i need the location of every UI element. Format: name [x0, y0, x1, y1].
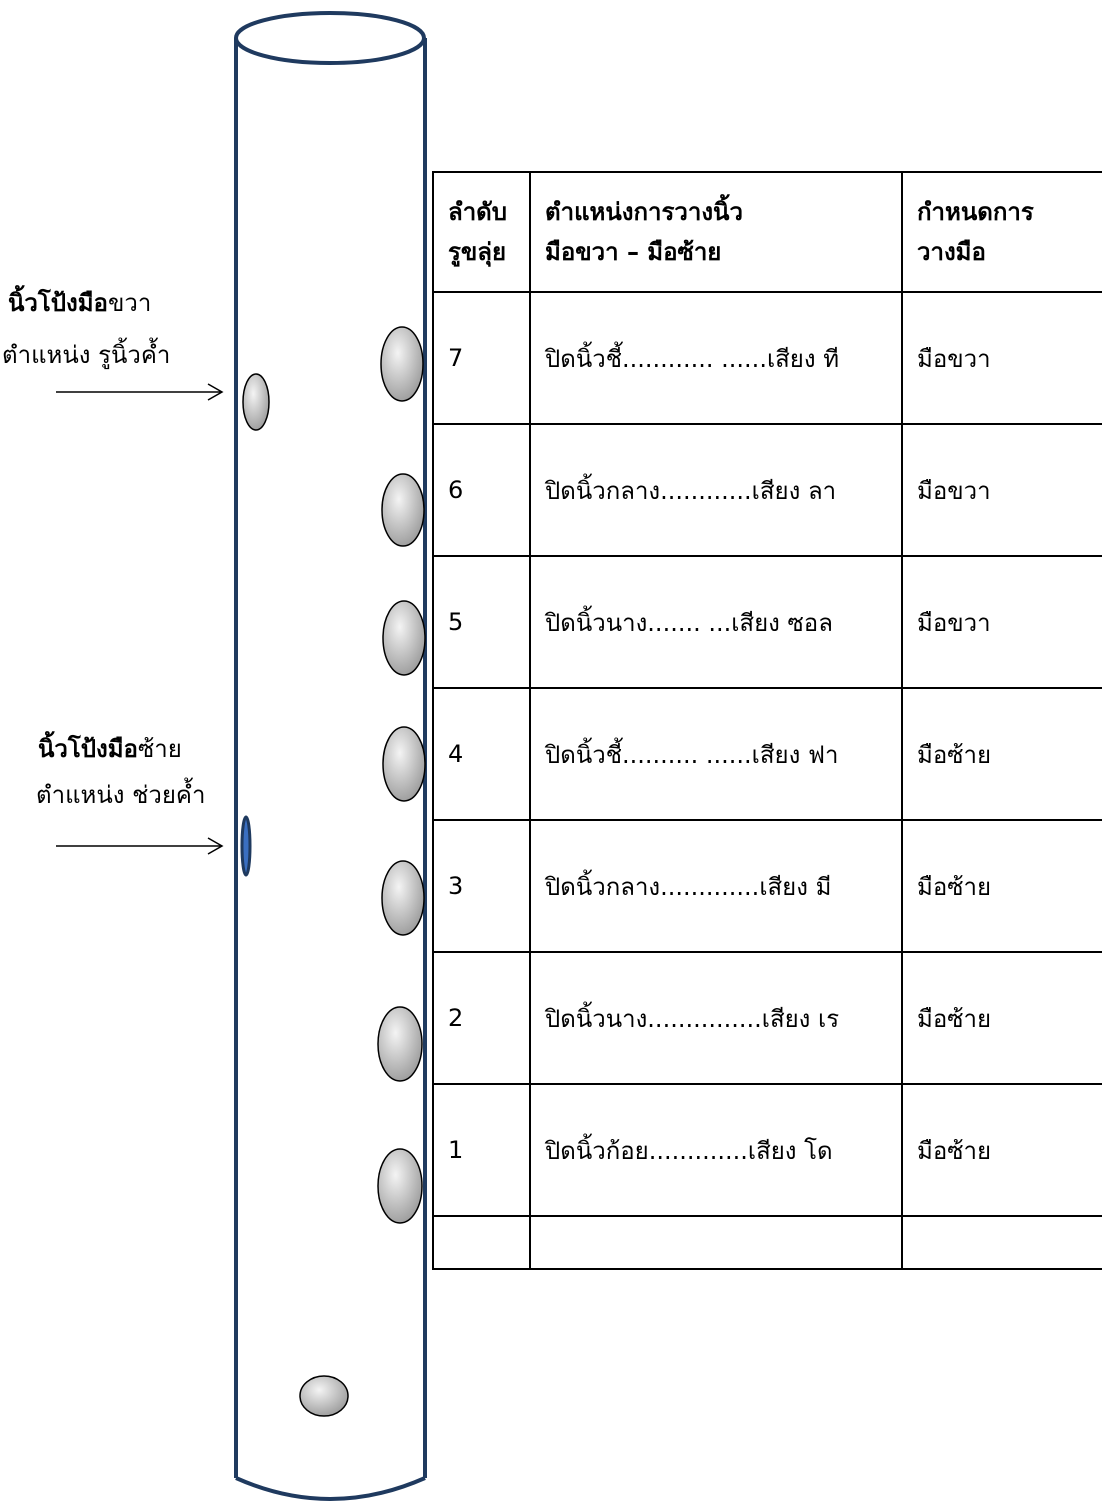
header-hole-number: ลำดับ รูขลุ่ย	[432, 171, 531, 293]
bottom-hole	[299, 1375, 349, 1417]
cell-position: ปิดนิ้วกลาง............เสียง ลา	[529, 423, 903, 557]
cell-position: ปิดนิ้วกลาง.............เสียง มี	[529, 819, 903, 953]
cell-hand: มือซ้าย	[901, 951, 1102, 1085]
cell-hole: 5	[432, 555, 531, 689]
header-hand-assignment: กำหนดการ วางมือ	[901, 171, 1102, 293]
header-finger-position: ตำแหน่งการวางนิ้ว มือขวา – มือซ้าย	[529, 171, 903, 293]
table-row: 1 ปิดนิ้วก้อย.............เสียง โด มือซ้…	[432, 1083, 1102, 1217]
finger-hole-3	[381, 860, 425, 936]
finger-hole-7	[380, 326, 424, 402]
right-thumb-label: นิ้วโป้งมือขวา	[8, 287, 151, 319]
table-row-empty	[432, 1215, 1102, 1270]
flute-body	[234, 11, 427, 1501]
finger-hole-6	[381, 473, 425, 547]
table-row: 6 ปิดนิ้วกลาง............เสียง ลา มือขวา	[432, 423, 1102, 557]
table-header-row: ลำดับ รูขลุ่ย ตำแหน่งการวางนิ้ว มือขวา –…	[432, 171, 1102, 293]
right-thumb-label-bold: นิ้วโป้งมือ	[8, 289, 108, 317]
flute-top-opening	[234, 11, 426, 65]
left-thumb-hole	[240, 815, 252, 877]
table-row: 7 ปิดนิ้วชี้............ ......เสียง ที …	[432, 291, 1102, 425]
left-thumb-position-text: ตำแหน่ง ช่วยค้ำ	[36, 781, 206, 809]
cell-hand: มือซ้าย	[901, 1083, 1102, 1217]
table-row: 2 ปิดนิ้วนาง...............เสียง เร มือซ…	[432, 951, 1102, 1085]
cell-hole: 6	[432, 423, 531, 557]
cell-hand: มือขวา	[901, 423, 1102, 557]
cell-position: ปิดนิ้วชี้............ ......เสียง ที	[529, 291, 903, 425]
table-row: 3 ปิดนิ้วกลาง.............เสียง มี มือซ้…	[432, 819, 1102, 953]
arrow-left-thumb	[56, 837, 224, 855]
table-row: 4 ปิดนิ้วชี้.......... ......เสียง ฟา มื…	[432, 687, 1102, 821]
cell-hand: มือซ้าย	[901, 687, 1102, 821]
cell-hole: 2	[432, 951, 531, 1085]
left-thumb-label-bold: นิ้วโป้งมือ	[38, 735, 138, 763]
cell-hand: มือขวา	[901, 291, 1102, 425]
left-thumb-label-normal: ซ้าย	[137, 735, 182, 763]
arrow-right-thumb	[56, 383, 224, 401]
left-thumb-label: นิ้วโป้งมือซ้าย	[38, 733, 182, 765]
header-hole-number-line2: รูขลุ่ย	[448, 238, 507, 266]
header-finger-position-line1: ตำแหน่งการวางนิ้ว	[545, 198, 743, 226]
cell-position: ปิดนิ้วนาง....... ...เสียง ซอล	[529, 555, 903, 689]
cell-hole: 1	[432, 1083, 531, 1217]
cell-position: ปิดนิ้วนาง...............เสียง เร	[529, 951, 903, 1085]
cell-hole: 7	[432, 291, 531, 425]
cell-hole	[432, 1215, 531, 1270]
finger-hole-4	[382, 726, 426, 802]
finger-hole-5	[382, 600, 426, 676]
cell-hole: 4	[432, 687, 531, 821]
fingering-table: ลำดับ รูขลุ่ย ตำแหน่งการวางนิ้ว มือขวา –…	[432, 171, 1102, 1270]
cell-hand: มือซ้าย	[901, 819, 1102, 953]
finger-hole-1	[377, 1148, 423, 1224]
finger-hole-2	[377, 1006, 423, 1082]
cell-hand	[901, 1215, 1102, 1270]
right-thumb-label-normal: ขวา	[107, 289, 152, 317]
cell-hole: 3	[432, 819, 531, 953]
cell-hand: มือขวา	[901, 555, 1102, 689]
left-thumb-position: ตำแหน่ง ช่วยค้ำ	[36, 779, 205, 811]
right-thumb-position-text: ตำแหน่ง รูนิ้วค้ำ	[2, 341, 171, 369]
right-thumb-position: ตำแหน่ง รูนิ้วค้ำ	[2, 339, 170, 371]
finger-holes	[377, 326, 426, 1224]
cell-position: ปิดนิ้วชี้.......... ......เสียง ฟา	[529, 687, 903, 821]
header-hand-assignment-line2: วางมือ	[917, 238, 986, 266]
cell-position	[529, 1215, 903, 1270]
cell-position: ปิดนิ้วก้อย.............เสียง โด	[529, 1083, 903, 1217]
header-finger-position-line2: มือขวา – มือซ้าย	[545, 238, 722, 266]
right-thumb-hole	[242, 373, 270, 431]
header-hole-number-line1: ลำดับ	[448, 198, 508, 226]
header-hand-assignment-line1: กำหนดการ	[917, 198, 1034, 226]
table-row: 5 ปิดนิ้วนาง....... ...เสียง ซอล มือขวา	[432, 555, 1102, 689]
